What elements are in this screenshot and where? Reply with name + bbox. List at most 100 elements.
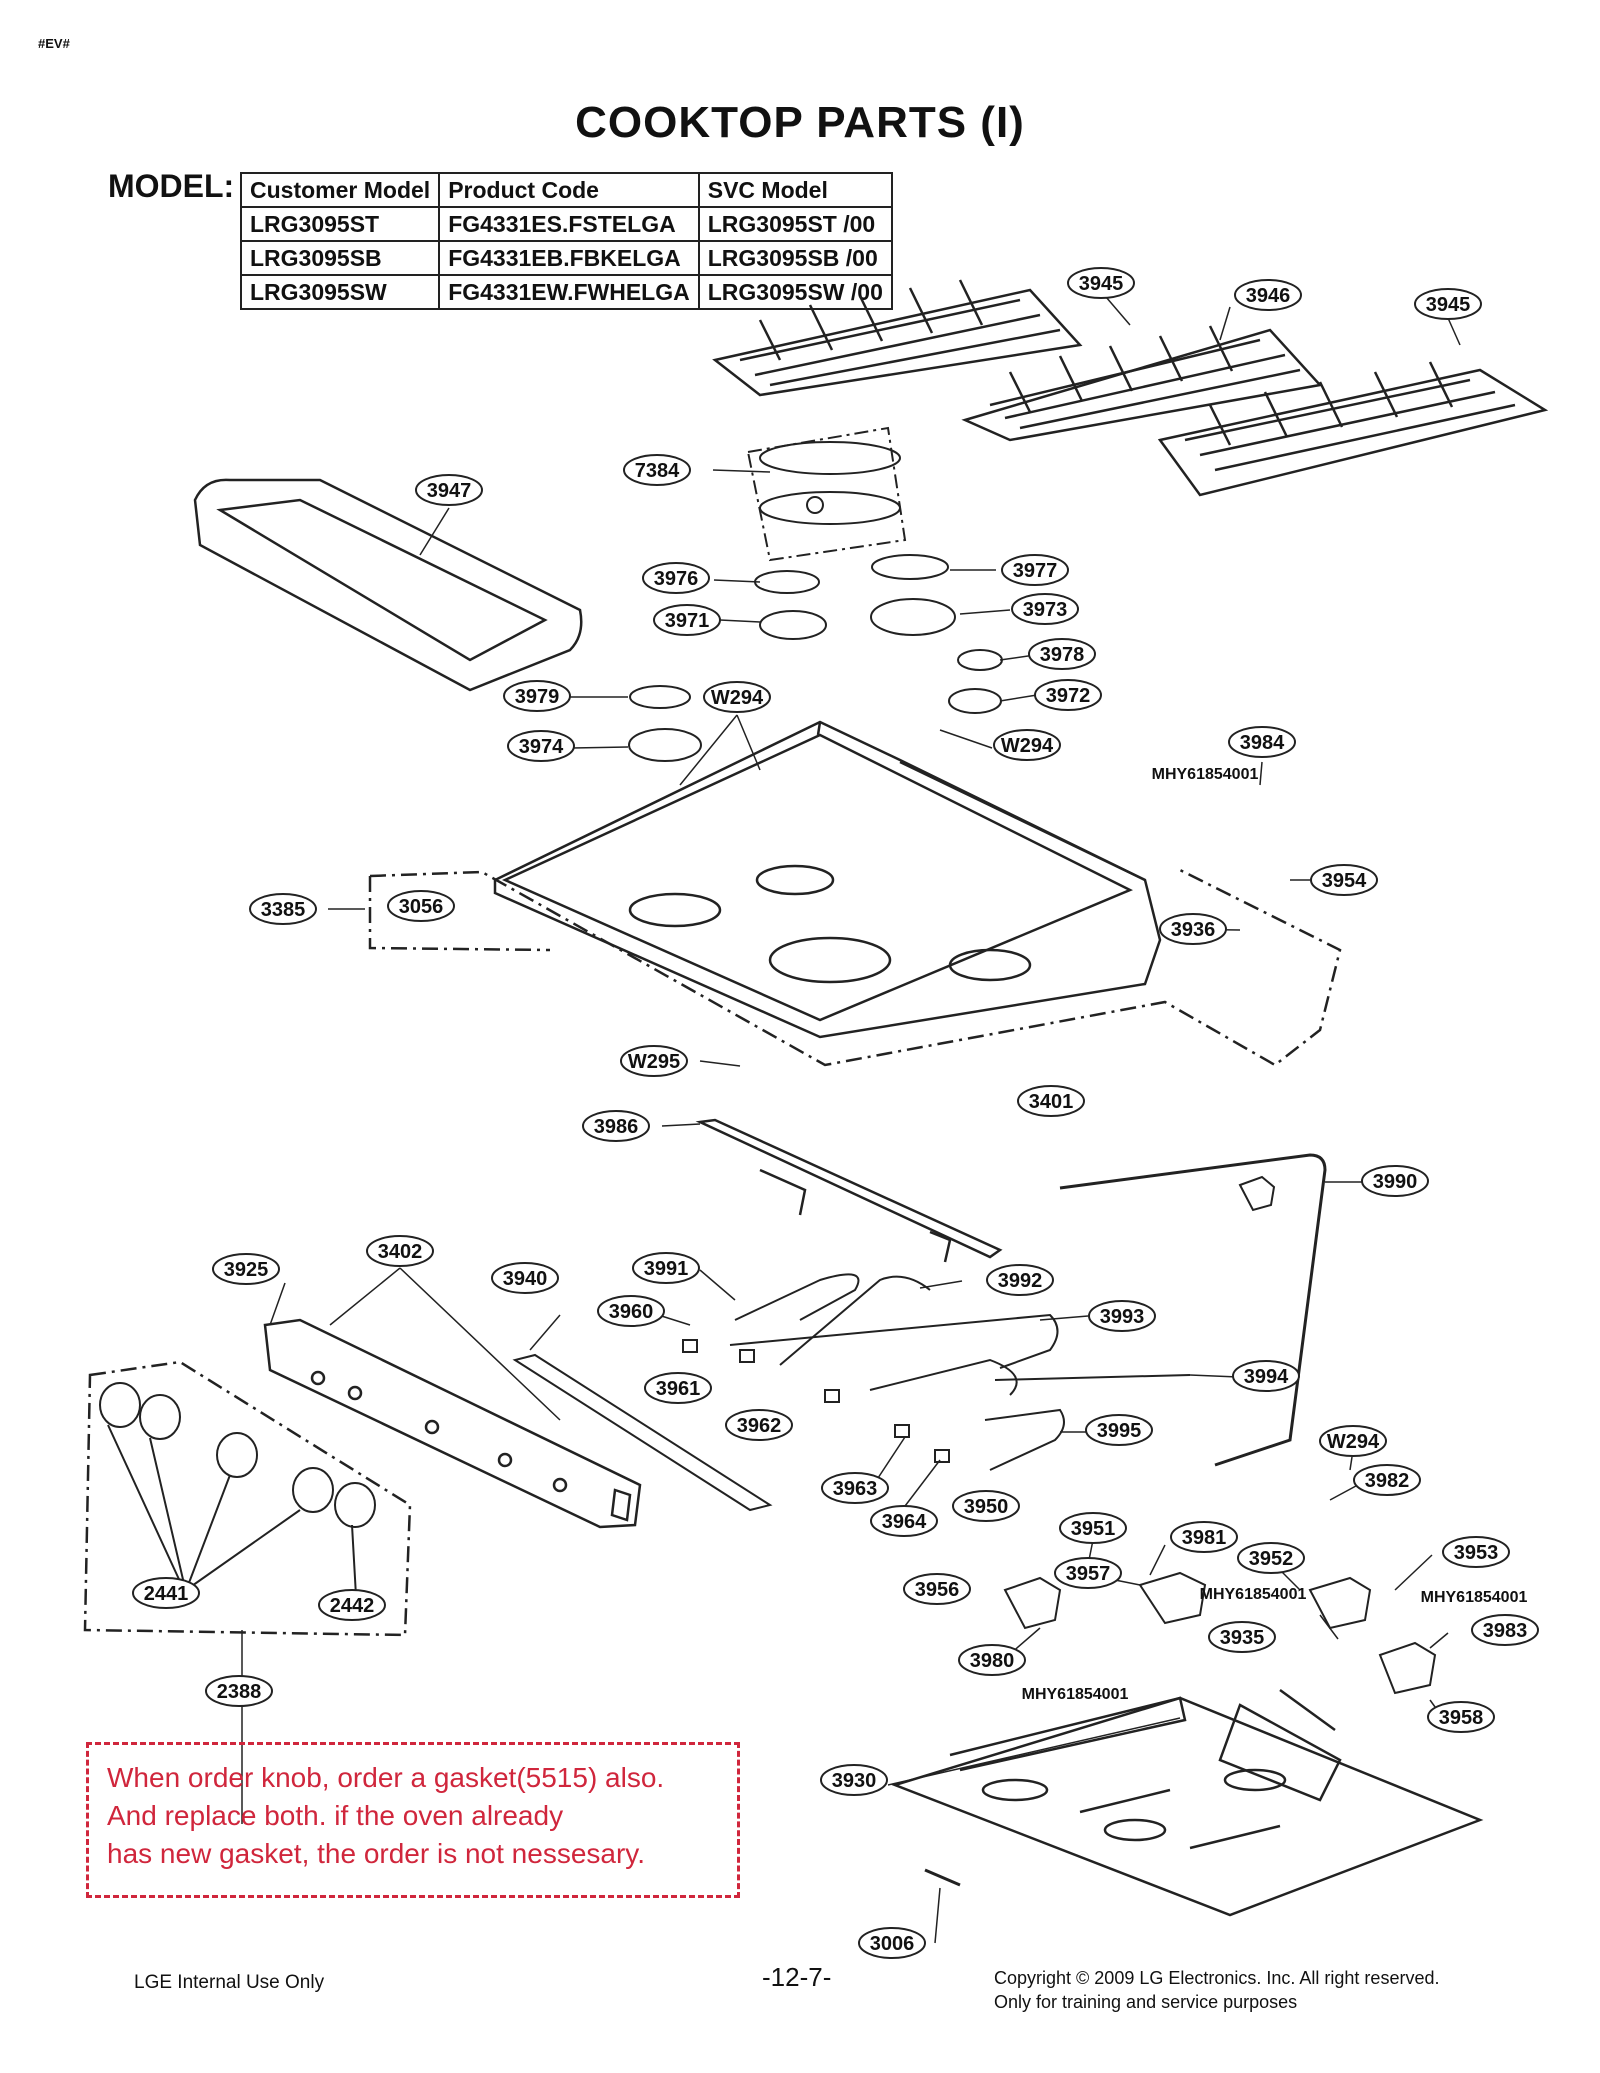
- part-label-bubble: W294: [703, 681, 771, 713]
- part-label-bubble: 3979: [503, 680, 571, 712]
- page-title: COOKTOP PARTS (I): [575, 98, 1025, 147]
- part-label: 3954: [1322, 870, 1367, 892]
- part-label: W295: [628, 1051, 680, 1073]
- part-label: 3992: [998, 1270, 1043, 1292]
- part-number-label: MHY61854001: [1022, 1686, 1129, 1703]
- grate-middle: [961, 325, 1323, 442]
- part-label: 3936: [1171, 919, 1216, 941]
- part-label: 2442: [330, 1595, 375, 1617]
- part-label-bubble: 3953: [1442, 1536, 1510, 1568]
- part-label-bubble: 3973: [1011, 593, 1079, 625]
- footer-page-number: -12-7-: [762, 1962, 832, 1992]
- part-label-bubble: 3978: [1028, 638, 1096, 670]
- part-label-bubble: 3972: [1034, 679, 1102, 711]
- part-label: 3957: [1066, 1563, 1111, 1585]
- part-label-bubble: 3991: [632, 1252, 700, 1284]
- part-label: 3940: [503, 1268, 548, 1290]
- part-label: 3402: [378, 1241, 423, 1263]
- bracket-3006: [924, 1868, 961, 1887]
- table-row: LRG3095SB FG4331EB.FBKELGA LRG3095SB /00: [239, 240, 893, 276]
- part-label-bubble: 3952: [1237, 1542, 1305, 1574]
- part-label-bubble: 3402: [366, 1235, 434, 1267]
- part-label: 3984: [1240, 732, 1285, 754]
- part-label-bubble: 3935: [1208, 1621, 1276, 1653]
- customer-model: LRG3095SB: [239, 240, 441, 276]
- part-label: 2441: [144, 1583, 189, 1605]
- knobs-dashed-group: [83, 1360, 412, 1637]
- grate-right: [1157, 361, 1549, 497]
- part-label-bubble: 3963: [821, 1472, 889, 1504]
- part-number-label: MHY61854001: [1152, 766, 1259, 783]
- part-label-bubble: W295: [620, 1045, 688, 1077]
- part-label: 3930: [832, 1770, 877, 1792]
- footer-copyright: Copyright © 2009 LG Electronics. Inc. Al…: [994, 1966, 1439, 2014]
- burner-box: [891, 1688, 1484, 1917]
- part-number-label: MHY61854001: [1421, 1589, 1528, 1606]
- product-code: FG4331EB.FBKELGA: [438, 240, 700, 276]
- part-label-bubble: 2441: [132, 1577, 200, 1609]
- cooktop-panel: [493, 720, 1162, 1039]
- part-label-bubble: 3976: [642, 562, 710, 594]
- part-label-bubble: 3957: [1054, 1557, 1122, 1589]
- part-label: 3990: [1373, 1171, 1418, 1193]
- gas-tube: [1059, 1153, 1327, 1467]
- part-label: 3958: [1439, 1707, 1484, 1729]
- part-label: 3963: [833, 1478, 878, 1500]
- part-label: 3956: [915, 1579, 960, 1601]
- corner-code: #EV#: [38, 36, 70, 51]
- part-label: W294: [1327, 1431, 1380, 1453]
- valves-and-tubes: [512, 1273, 1191, 1512]
- part-label: 3973: [1023, 599, 1068, 621]
- part-label-bubble: 3930: [820, 1764, 888, 1796]
- part-label-bubble: 3981: [1170, 1521, 1238, 1553]
- footer-internal: LGE Internal Use Only: [134, 1972, 325, 1993]
- part-label: 3945: [1426, 294, 1471, 316]
- part-label: 3964: [882, 1511, 927, 1533]
- copyright-line-2: Only for training and service purposes: [994, 1992, 1298, 2012]
- part-label-bubble: 3925: [212, 1253, 280, 1285]
- part-label-bubble: 3980: [958, 1644, 1026, 1676]
- part-label-bubble: 3056: [387, 890, 455, 922]
- part-label-bubble: 3983: [1471, 1614, 1539, 1646]
- part-label: 3977: [1013, 560, 1058, 582]
- part-label: 3961: [656, 1378, 701, 1400]
- models-table: Customer Model Product Code SVC Model LR…: [239, 172, 893, 310]
- part-label-bubble: 3982: [1353, 1464, 1421, 1496]
- svc-model: LRG3095SB /00: [697, 240, 893, 276]
- part-label: 3971: [665, 610, 710, 632]
- part-label-bubble: 3006: [858, 1927, 926, 1959]
- part-label-bubble: 3950: [952, 1490, 1020, 1522]
- part-label-bubble: 2388: [205, 1675, 273, 1707]
- part-label-bubble: 3401: [1017, 1085, 1085, 1117]
- part-label: 3960: [609, 1301, 654, 1323]
- part-label-bubble: 3960: [597, 1295, 665, 1327]
- part-label-bubble: 3995: [1085, 1414, 1153, 1446]
- part-label-bubble: 3961: [644, 1372, 712, 1404]
- part-label: 7384: [635, 460, 680, 482]
- part-label-bubble: 3940: [491, 1262, 559, 1294]
- header-customer-model: Customer Model: [239, 172, 441, 208]
- part-label-bubble: 3954: [1310, 864, 1378, 896]
- part-label: 3953: [1454, 1542, 1499, 1564]
- part-label-bubble: 3947: [415, 474, 483, 506]
- part-label-bubble: 3951: [1059, 1512, 1127, 1544]
- part-label-bubble: 3990: [1361, 1165, 1429, 1197]
- control-panel: [263, 1318, 642, 1529]
- part-label-bubble: 3971: [653, 604, 721, 636]
- part-label-bubble: W294: [993, 729, 1061, 761]
- part-label: 3056: [399, 896, 444, 918]
- product-code: FG4331EW.FWHELGA: [438, 274, 700, 310]
- part-label: 3979: [515, 686, 560, 708]
- part-label-bubble: 3946: [1234, 279, 1302, 311]
- part-label: 3982: [1365, 1470, 1410, 1492]
- part-label: 3994: [1244, 1366, 1289, 1388]
- note-line: has new gasket, the order is not nessesa…: [107, 1838, 645, 1869]
- part-label: 3925: [224, 1259, 269, 1281]
- part-label-bubble: 3936: [1159, 913, 1227, 945]
- header-product-code: Product Code: [438, 172, 700, 208]
- part-label: 2388: [217, 1681, 262, 1703]
- part-label: 3983: [1483, 1620, 1528, 1642]
- part-label: 3986: [594, 1116, 639, 1138]
